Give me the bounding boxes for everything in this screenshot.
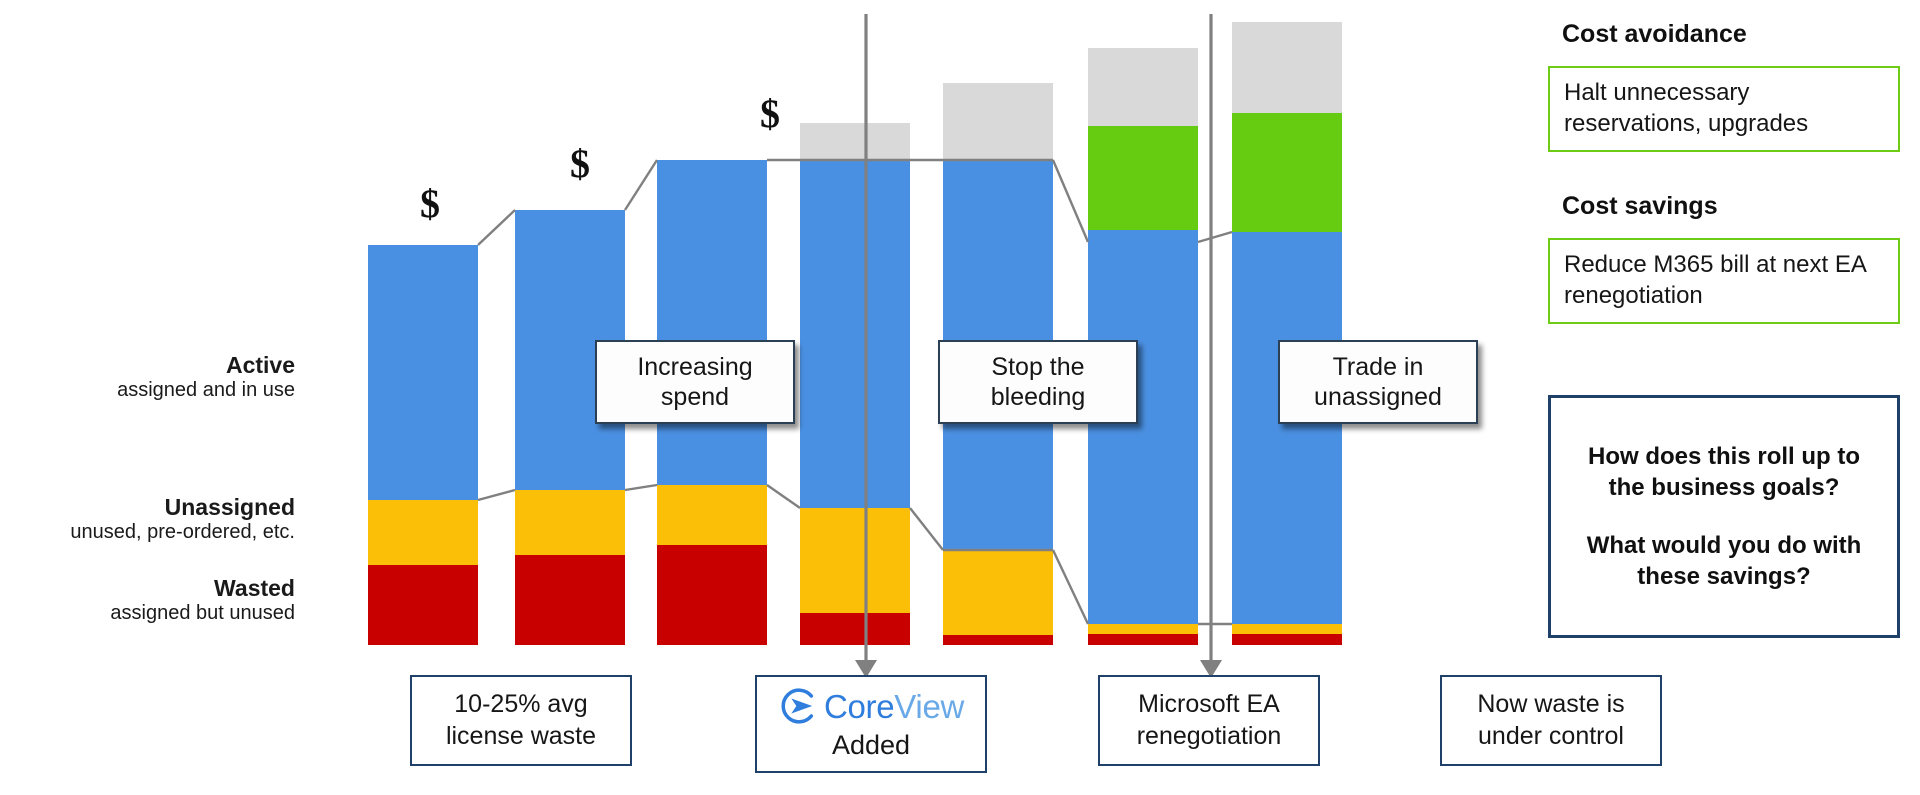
bar-segment-unassigned — [657, 485, 767, 545]
bar-segment-unassigned — [943, 550, 1053, 635]
bar-segment-cost-avoidance — [800, 123, 910, 160]
bar-segment-wasted — [943, 635, 1053, 645]
callout-stop-the-bleeding[interactable]: Stop the bleeding — [938, 340, 1138, 424]
bar-segment-wasted — [515, 555, 625, 645]
bar-segment-unassigned — [368, 500, 478, 565]
bar-column-6 — [1088, 48, 1198, 645]
cost-savings-box[interactable]: Reduce M365 bill at next EA renegotiatio… — [1548, 238, 1900, 324]
bar-segment-active — [368, 245, 478, 500]
divider-line-2 — [1200, 14, 1222, 678]
cost-avoidance-box[interactable]: Halt unnecessary reservations, upgrades — [1548, 66, 1900, 152]
bar-column-3 — [657, 160, 767, 645]
callout-line-1: Increasing — [637, 353, 753, 381]
bottom-box-waste-under-control[interactable]: Now waste is under control — [1440, 675, 1662, 766]
bar-column-4 — [800, 123, 910, 645]
bottom-box-line-2: Added — [831, 729, 911, 760]
bar-segment-wasted — [1088, 634, 1198, 645]
bottom-box-line-2: license waste — [445, 721, 597, 750]
bar-segment-wasted — [657, 545, 767, 645]
bar-segment-cost-avoidance — [943, 83, 1053, 160]
question-2: What would you do with these savings? — [1586, 531, 1862, 590]
callout-line-1: Stop the — [991, 353, 1085, 381]
bar-segment-unassigned — [1088, 624, 1198, 634]
coreview-logo: CoreView — [778, 686, 964, 727]
bar-segment-unassigned — [800, 508, 910, 613]
bar-segment-active — [657, 160, 767, 485]
bar-segment-active — [1232, 232, 1342, 624]
coreview-word-core: Core — [823, 687, 895, 725]
bottom-box-line-1: Microsoft EA — [1138, 690, 1280, 719]
bar-segment-active — [1088, 230, 1198, 624]
bottom-box-line-1: 10-25% avg — [454, 690, 588, 719]
bar-segment-wasted — [368, 565, 478, 645]
bar-column-2 — [515, 210, 625, 645]
legend-wasted-title: Wasted — [214, 575, 295, 601]
bottom-box-line-1: Now waste is — [1477, 690, 1625, 719]
bar-column-7 — [1232, 22, 1342, 645]
bar-segment-cost-savings — [1232, 113, 1342, 232]
bar-segment-wasted — [1232, 634, 1342, 645]
callout-line-2: spend — [660, 383, 730, 411]
bottom-box-license-waste[interactable]: 10-25% avg license waste — [410, 675, 632, 766]
question-1: How does this roll up to the business go… — [1588, 443, 1860, 502]
bar-segment-cost-savings — [1088, 126, 1198, 230]
dollar-marker-1: $ — [420, 181, 440, 226]
legend-wasted-subtitle: assigned but unused — [110, 602, 295, 625]
legend-unassigned-subtitle: unused, pre-ordered, etc. — [70, 521, 295, 544]
cost-avoidance-heading: Cost avoidance — [1562, 20, 1747, 48]
bar-column-1 — [368, 245, 478, 645]
bottom-box-ea-renegotiation[interactable]: Microsoft EA renegotiation — [1098, 675, 1320, 766]
dollar-marker-2: $ — [570, 141, 590, 186]
bar-segment-unassigned — [515, 490, 625, 555]
callout-increasing-spend[interactable]: Increasing spend — [595, 340, 795, 424]
bar-segment-wasted — [800, 613, 910, 645]
coreview-wordmark: CoreView — [824, 686, 964, 727]
cost-avoidance-text: Halt unnecessary reservations, upgrades — [1564, 79, 1809, 137]
legend-active: Active assigned and in use — [117, 352, 295, 403]
bar-segment-unassigned — [1232, 624, 1342, 634]
legend-unassigned-title: Unassigned — [164, 494, 295, 520]
business-questions-box[interactable]: How does this roll up to the business go… — [1548, 395, 1900, 638]
bar-segment-cost-avoidance — [1088, 48, 1198, 126]
legend-wasted: Wasted assigned but unused — [110, 575, 295, 626]
callout-line-1: Trade in — [1332, 353, 1424, 381]
cost-savings-heading: Cost savings — [1562, 192, 1718, 220]
dollar-marker-3: $ — [760, 91, 780, 136]
bottom-box-line-2: under control — [1478, 721, 1624, 750]
bottom-box-coreview-added[interactable]: CoreView Added — [755, 675, 987, 773]
callout-trade-in-unassigned[interactable]: Trade in unassigned — [1278, 340, 1478, 424]
cost-savings-text: Reduce M365 bill at next EA renegotiatio… — [1564, 251, 1866, 309]
bottom-box-line-2: renegotiation — [1136, 721, 1282, 750]
callout-line-2: bleeding — [990, 383, 1086, 411]
legend-active-title: Active — [225, 352, 295, 378]
bar-segment-cost-avoidance — [1232, 22, 1342, 113]
callout-line-2: unassigned — [1314, 383, 1442, 411]
coreview-word-view: View — [894, 687, 965, 725]
bar-segment-active — [800, 160, 910, 508]
legend-active-subtitle: assigned and in use — [117, 379, 295, 402]
legend-unassigned: Unassigned unused, pre-ordered, etc. — [70, 494, 295, 545]
coreview-mark-icon — [781, 688, 814, 724]
